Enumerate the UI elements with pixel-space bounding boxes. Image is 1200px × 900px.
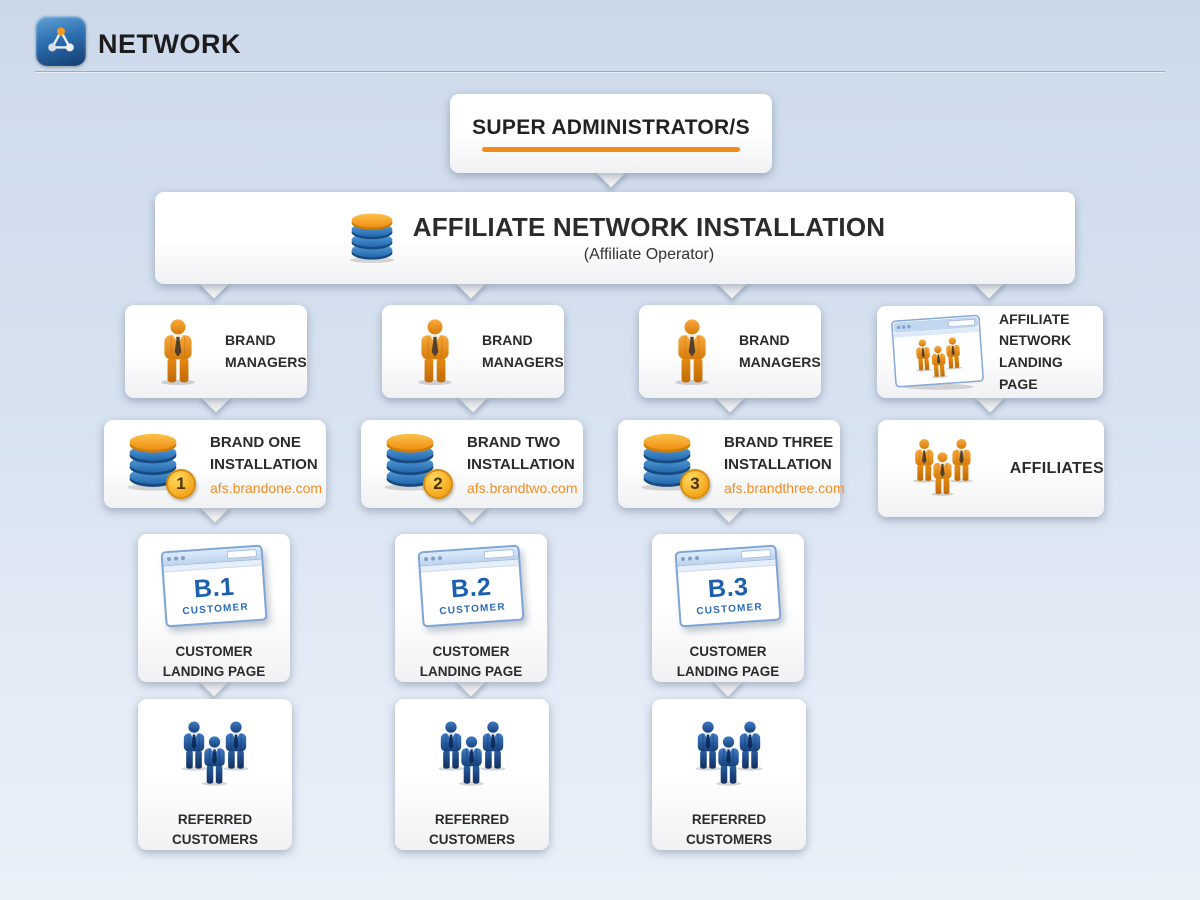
brand-managers-label: BRAND MANAGERS: [739, 331, 821, 370]
businessman-icon: [155, 318, 201, 386]
super-admin-label: SUPER ADMINISTRATOR/S: [472, 115, 750, 139]
header-divider: [35, 71, 1165, 72]
affiliates-group-icon: [904, 431, 982, 507]
tail-pointer: [457, 381, 489, 413]
node-brand-three-installation: 3 BRAND THREE INSTALLATION afs.brandthre…: [618, 420, 845, 523]
brand-three-domain: afs.brandthree.com: [724, 479, 845, 496]
customers-group-icon: [428, 717, 516, 794]
node-customer-landing-2: B.2 CUSTOMER CUSTOMER LANDING PAGE: [395, 534, 547, 697]
database-badge-wrap: 2: [379, 432, 453, 499]
referred-customers-label: REFERRED CUSTOMERS: [171, 811, 258, 847]
network-app-icon: [36, 16, 86, 66]
badge-number: 3: [680, 468, 710, 499]
affiliate-landing-label: AFFILIATE NETWORK LANDING PAGE: [998, 310, 1072, 392]
brand-one-label: BRAND ONE INSTALLATION: [210, 434, 318, 473]
referred-customers-label: REFERRED CUSTOMERS: [685, 811, 772, 847]
page-title: NETWORK: [98, 29, 241, 59]
brand-managers-label: BRAND MANAGERS: [482, 331, 564, 370]
badge-number: 1: [166, 468, 196, 499]
customers-group-icon: [171, 717, 259, 794]
businessman-icon: [669, 318, 715, 386]
node-referred-customers-1: REFERRED CUSTOMERS: [138, 699, 292, 850]
tail-pointer: [456, 491, 488, 523]
node-brand-managers-1: BRAND MANAGERS: [125, 305, 307, 413]
network-glyph-icon: [48, 27, 74, 52]
database-icon: [345, 211, 399, 265]
node-affiliate-network-installation: AFFILIATE NETWORK INSTALLATION (Affiliat…: [155, 192, 1075, 299]
orange-underline: [482, 146, 740, 152]
browser-b3-icon: B.3 CUSTOMER: [674, 544, 782, 627]
tail-pointer: [714, 381, 746, 413]
tail-pointer: [713, 491, 745, 523]
node-affiliate-network-landing-page: AFFILIATE NETWORK LANDING PAGE: [877, 306, 1103, 413]
browser-b1-icon: B.1 CUSTOMER: [160, 544, 268, 627]
node-brand-one-installation: 1 BRAND ONE INSTALLATION afs.brandone.co…: [104, 420, 326, 523]
node-brand-managers-2: BRAND MANAGERS: [382, 305, 564, 413]
tail-pointer: [199, 491, 231, 523]
node-referred-customers-2: REFERRED CUSTOMERS: [395, 699, 549, 850]
brand-three-label: BRAND THREE INSTALLATION: [724, 434, 834, 473]
customer-landing-label: CUSTOMER LANDING PAGE: [162, 643, 266, 679]
tail-pointer: [595, 156, 627, 188]
brand-two-label: BRAND TWO INSTALLATION: [467, 434, 575, 473]
customer-landing-label: CUSTOMER LANDING PAGE: [419, 643, 523, 679]
tail-pointer: [973, 267, 1005, 299]
affiliates-label: AFFILIATES: [1009, 459, 1104, 477]
tail-pointer: [716, 267, 748, 299]
node-super-administrators: SUPER ADMINISTRATOR/S: [450, 94, 772, 188]
node-customer-landing-1: B.1 CUSTOMER CUSTOMER LANDING PAGE: [138, 534, 290, 697]
browser-b2-icon: B.2 CUSTOMER: [417, 544, 525, 627]
referred-customers-label: REFERRED CUSTOMERS: [428, 811, 515, 847]
tail-pointer: [198, 267, 230, 299]
browser-affiliates-icon: [891, 313, 985, 391]
tail-pointer: [455, 267, 487, 299]
node-affiliates: AFFILIATES: [878, 420, 1104, 517]
brand-two-domain: afs.brandtwo.com: [467, 479, 578, 496]
database-badge-wrap: 3: [636, 432, 710, 499]
address-field: [483, 548, 515, 560]
node-referred-customers-3: REFERRED CUSTOMERS: [652, 699, 806, 850]
customer-landing-label: CUSTOMER LANDING PAGE: [676, 643, 780, 679]
brand-one-domain: afs.brandone.com: [210, 479, 323, 496]
businessman-icon: [412, 318, 458, 386]
node-brand-managers-3: BRAND MANAGERS: [639, 305, 821, 413]
customers-group-icon: [685, 717, 773, 794]
tail-pointer: [200, 381, 232, 413]
node-brand-two-installation: 2 BRAND TWO INSTALLATION afs.brandtwo.co…: [361, 420, 583, 523]
database-badge-wrap: 1: [122, 432, 196, 499]
node-customer-landing-3: B.3 CUSTOMER CUSTOMER LANDING PAGE: [652, 534, 804, 697]
brand-managers-label: BRAND MANAGERS: [225, 331, 307, 370]
installation-subtitle: (Affiliate Operator): [583, 246, 715, 263]
address-field: [226, 548, 258, 560]
installation-title: AFFILIATE NETWORK INSTALLATION: [412, 212, 886, 242]
badge-number: 2: [423, 468, 453, 499]
address-field: [740, 548, 772, 560]
